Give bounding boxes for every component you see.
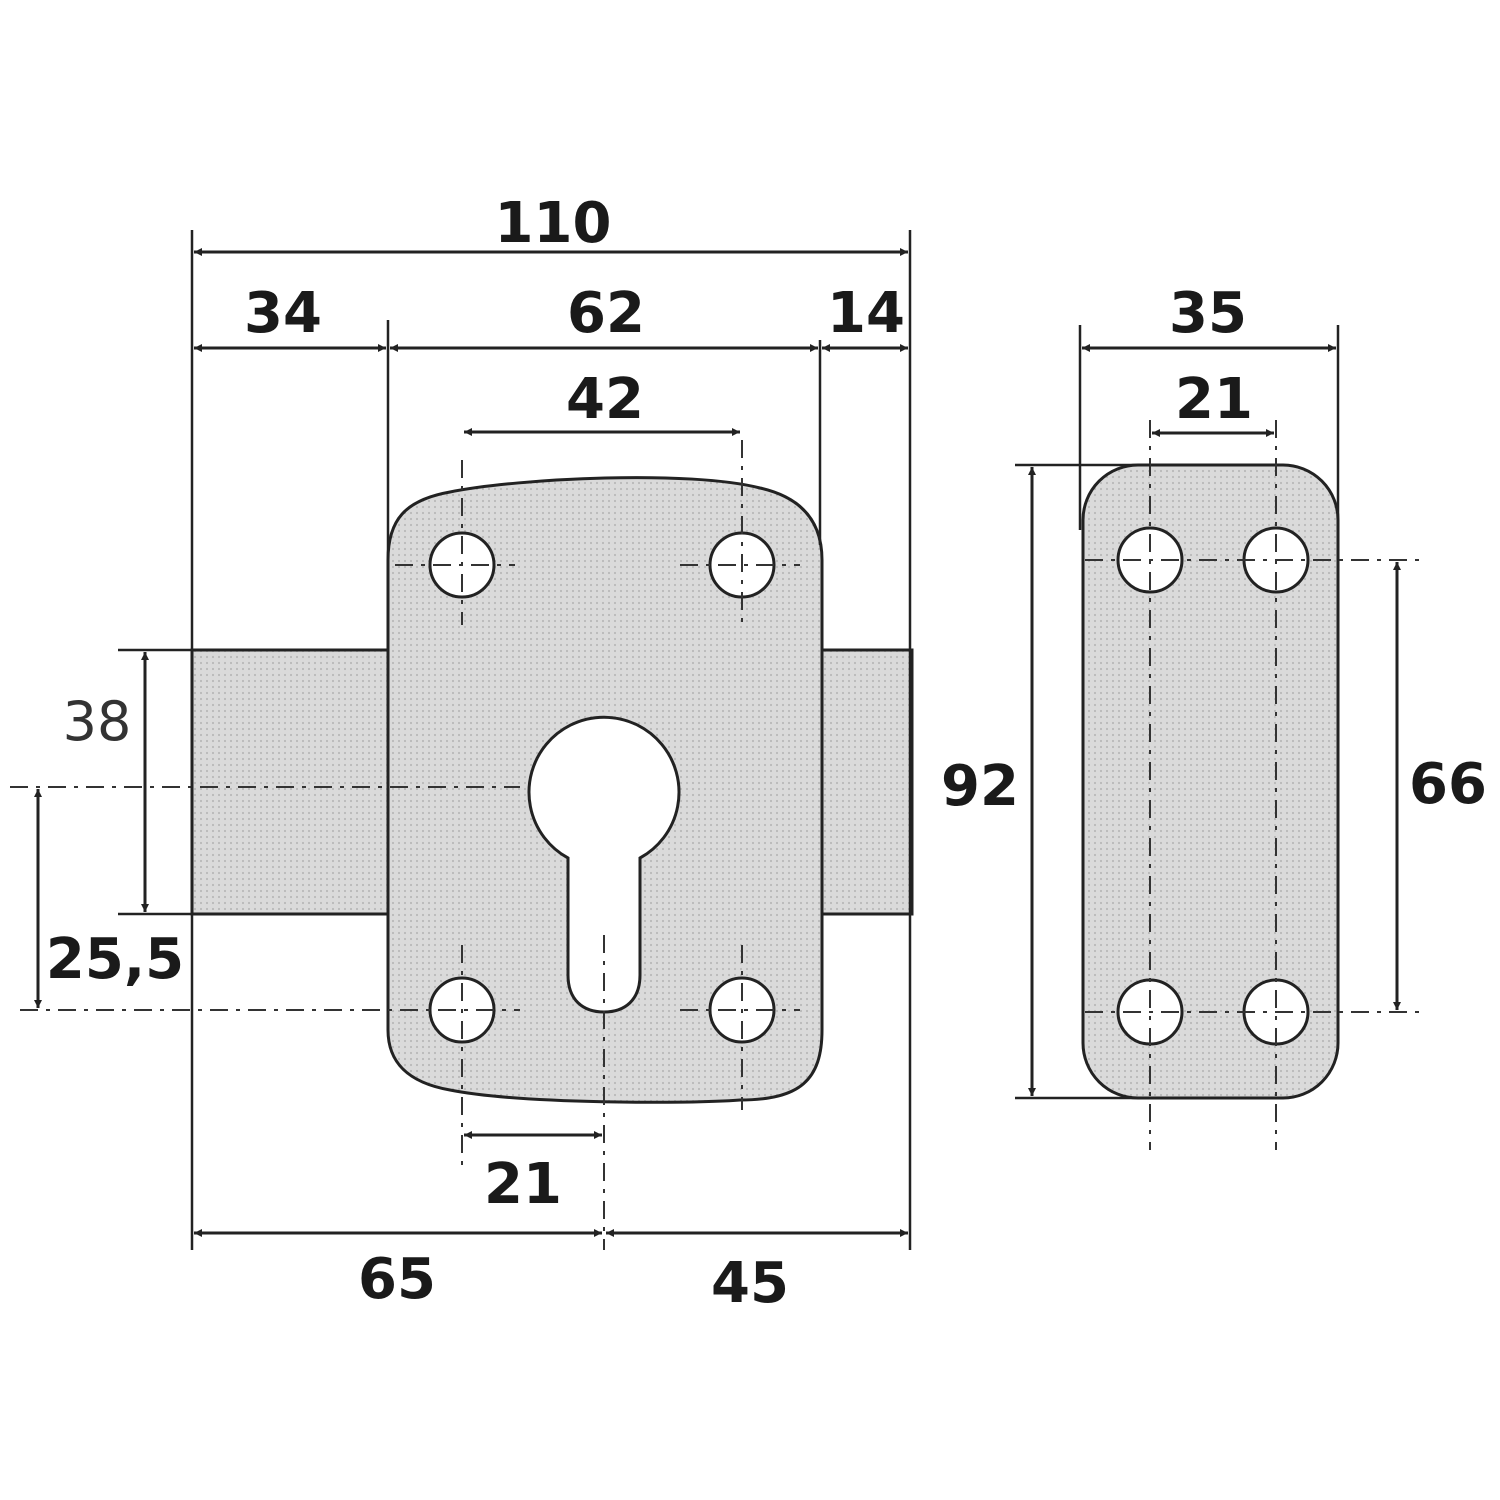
dim-plate-height: 92 (941, 754, 1019, 819)
dim-keeper-width: 35 (1169, 281, 1247, 346)
dim-overall-width: 110 (495, 191, 612, 256)
dim-keyhole-to-right: 45 (711, 1251, 789, 1316)
bolt-left (190, 648, 390, 916)
lock-body (190, 476, 914, 1104)
dim-bolt-height: 38 (63, 690, 132, 753)
keyhole (527, 715, 681, 1014)
extension-lines-lock (118, 230, 912, 1250)
dim-hole-spacing: 42 (566, 367, 644, 432)
dim-right-bolt: 14 (827, 281, 905, 346)
dimension-lines-keeper (1028, 344, 1401, 1096)
dim-left-to-keyhole: 65 (358, 1247, 436, 1312)
bolt-right (818, 648, 914, 916)
dim-keeper-hole-vertical: 66 (1409, 752, 1487, 817)
dim-keyhole-horizontal: 21 (484, 1152, 562, 1217)
centerlines-keeper (1085, 420, 1420, 1150)
dim-plate-width: 62 (567, 281, 645, 346)
keeper-body (1081, 463, 1340, 1100)
dim-keeper-hole-spacing: 21 (1175, 367, 1253, 432)
dimension-labels-keeper: 35 21 66 (1169, 281, 1487, 817)
dimension-labels-lock: 110 34 62 14 42 38 25,5 21 65 45 92 (46, 191, 1019, 1316)
dim-left-bolt: 34 (244, 281, 322, 346)
centerlines-lock (10, 440, 800, 1250)
extension-lines-keeper (1015, 325, 1340, 1100)
dim-keyhole-vertical: 25,5 (46, 927, 184, 992)
dimension-lines-lock (34, 248, 908, 1237)
